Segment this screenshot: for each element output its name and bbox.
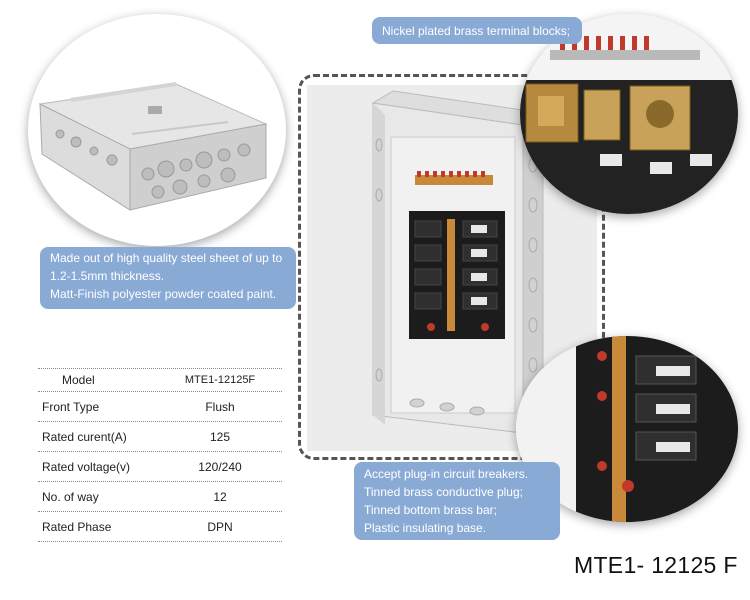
spec-row: No. of way 12 — [38, 482, 282, 512]
spec-label: Front Type — [42, 399, 100, 414]
closed-enclosure-image — [38, 82, 268, 211]
spec-label: Rated voltage(v) — [42, 459, 131, 474]
model-title: MTE1- 12125 F — [574, 552, 738, 578]
spec-row: Front Type Flush — [38, 392, 282, 422]
breaker-callout-line: Accept plug-in circuit breakers. — [364, 467, 529, 481]
steel-callout-line: 1.2-1.5mm thickness. — [50, 269, 165, 283]
terminal-detail-image — [520, 14, 738, 214]
spec-label: No. of way — [42, 489, 99, 504]
steel-callout: Made out of high quality steel sheet of … — [40, 247, 296, 309]
terminal-detail-circle — [520, 14, 738, 214]
spec-row: Model MTE1-12125F — [38, 368, 282, 392]
spec-label: Model — [62, 373, 95, 387]
spec-row: Rated Phase DPN — [38, 512, 282, 542]
spec-value: 120/240 — [198, 459, 242, 474]
spec-row: Rated voltage(v) 120/240 — [38, 452, 282, 482]
steel-callout-line: Matt-Finish polyester powder coated pain… — [50, 287, 277, 301]
spec-row: Rated curent(A) 125 — [38, 422, 282, 452]
spec-value: MTE1-12125F — [184, 374, 256, 386]
steel-callout-line: Made out of high quality steel sheet of … — [50, 251, 283, 265]
terminal-callout: Nickel plated brass terminal blocks; — [372, 17, 582, 44]
spec-label: Rated Phase — [42, 519, 112, 534]
spec-value: 12 — [213, 489, 227, 504]
spec-value: DPN — [207, 519, 233, 534]
breaker-detail-image — [516, 336, 738, 522]
breaker-detail-circle — [516, 336, 738, 522]
breaker-callout-line: Tinned brass conductive plug; — [364, 485, 523, 499]
breaker-callout: Accept plug-in circuit breakers. Tinned … — [354, 462, 560, 540]
breaker-callout-line: Plastic insulating base. — [364, 521, 487, 535]
product-frame — [298, 74, 605, 460]
terminal-callout-text: Nickel plated brass terminal blocks; — [382, 24, 571, 38]
enclosure-photo-circle — [28, 14, 286, 246]
breaker-callout-line: Tinned bottom brass bar; — [364, 503, 497, 517]
specs-table: Model MTE1-12125F Front Type Flush Rated… — [38, 368, 282, 542]
open-panel-image — [371, 90, 545, 434]
spec-value: Flush — [205, 399, 235, 414]
spec-label: Rated curent(A) — [42, 429, 127, 444]
spec-value: 125 — [209, 429, 231, 444]
